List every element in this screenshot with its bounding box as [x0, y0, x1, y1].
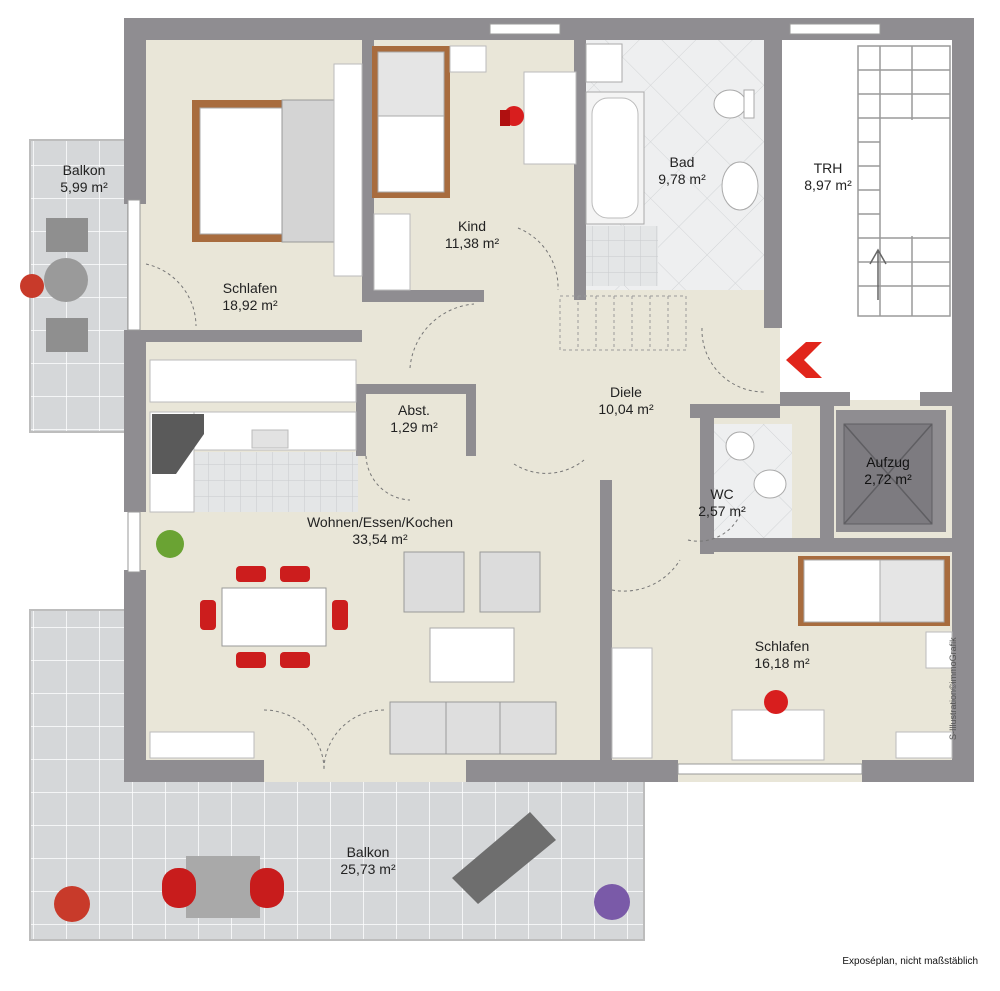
room-area: 10,04 m² — [598, 401, 654, 417]
single-bed — [372, 46, 450, 198]
staircase — [857, 45, 951, 317]
room-area: 18,92 m² — [222, 297, 278, 313]
bathtub — [585, 91, 645, 225]
room-name: TRH — [813, 160, 843, 176]
sink-icon — [721, 161, 759, 211]
room-label-aufzug: Aufzug 2,72 m² — [864, 454, 911, 488]
room-label-balkon-small: Balkon 5,99 m² — [60, 162, 107, 196]
toilet-icon — [713, 89, 755, 119]
room-area: 33,54 m² — [352, 531, 408, 547]
stair-down — [559, 295, 687, 351]
dining-table — [200, 566, 348, 668]
room-area: 9,78 m² — [658, 171, 706, 187]
room2-furniture — [611, 631, 953, 761]
entrance-arrow-icon — [786, 342, 822, 378]
room-name: Balkon — [346, 844, 390, 860]
elevator — [843, 423, 933, 525]
room-area: 1,29 m² — [390, 419, 438, 435]
balcony-large-furniture — [54, 812, 630, 922]
room-label-diele: Diele 10,04 m² — [598, 384, 653, 418]
plan-footnote: Exposéplan, nicht maßstäblich — [842, 956, 978, 967]
room-area: 25,73 m² — [340, 861, 396, 877]
room-name: WC — [710, 486, 734, 502]
door-swings — [145, 227, 765, 771]
room-name: Balkon — [62, 162, 106, 178]
room-label-schlafen: Schlafen 18,92 m² — [222, 280, 277, 314]
stove-icon — [152, 414, 204, 474]
room-area: 5,99 m² — [60, 179, 108, 195]
room-label-trh: TRH 8,97 m² — [804, 160, 851, 194]
room-label-kind: Kind 11,38 m² — [445, 218, 499, 252]
room-area: 2,72 m² — [864, 471, 912, 487]
wc-fixtures — [725, 431, 787, 499]
room-label-balkon-large: Balkon 25,73 m² — [340, 844, 395, 878]
room-name: Schlafen — [222, 280, 278, 296]
walls — [124, 18, 974, 782]
room-label-bad: Bad 9,78 m² — [658, 154, 705, 188]
sideboard — [149, 731, 255, 759]
wardrobe — [333, 63, 363, 277]
red-chair-icon — [764, 690, 788, 714]
room-label-schlafen-2: Schlafen 16,18 m² — [754, 638, 809, 672]
room-area: 16,18 m² — [754, 655, 810, 671]
room-area: 11,38 m² — [444, 235, 500, 251]
room-name: Diele — [610, 384, 642, 400]
bed-room2 — [798, 556, 950, 626]
room-area: 2,57 m² — [698, 503, 746, 519]
kid-furniture — [373, 45, 577, 291]
armchairs — [403, 551, 541, 613]
windows — [127, 23, 881, 775]
desk-chair-icon — [500, 106, 524, 126]
room-label-wc: WC 2,57 m² — [698, 486, 745, 520]
balcony-small-furniture — [20, 218, 88, 352]
plant-icon — [156, 530, 184, 558]
room-name: Aufzug — [866, 454, 910, 470]
room-name: Bad — [669, 154, 695, 170]
shower-tray — [585, 43, 623, 83]
room-name: Kind — [457, 218, 487, 234]
illustration-credit: S-Illustration©immoGrafik — [948, 637, 958, 740]
coffee-table — [429, 627, 515, 683]
room-name: Wohnen/Essen/Kochen — [306, 514, 454, 530]
room-name: Abst. — [398, 402, 430, 418]
sofa — [389, 701, 557, 755]
room-area: 8,97 m² — [804, 177, 852, 193]
room-name: Schlafen — [754, 638, 810, 654]
room-label-abst: Abst. 1,29 m² — [390, 402, 437, 436]
room-label-wohnen: Wohnen/Essen/Kochen 33,54 m² — [307, 514, 453, 548]
